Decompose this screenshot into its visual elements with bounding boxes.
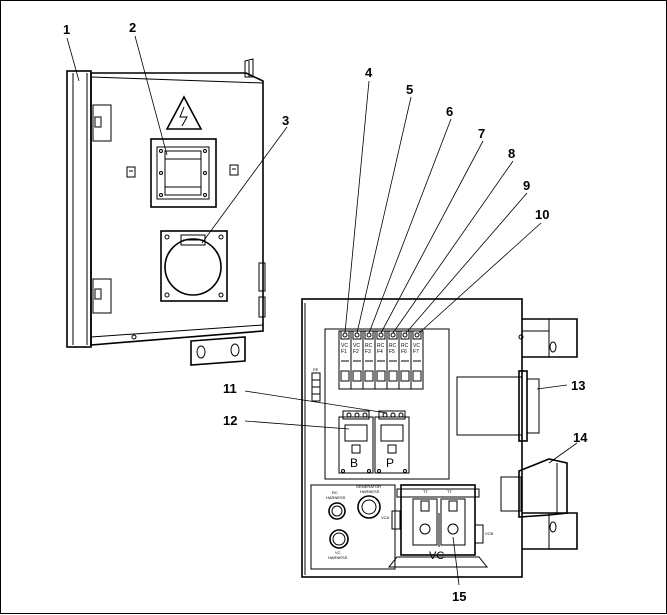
vc-harness-label-1: VC xyxy=(335,550,341,555)
enclosure-interior xyxy=(301,298,523,578)
breaker-label-7-2: F7 xyxy=(413,349,419,355)
mounting-foot xyxy=(190,336,246,366)
pe-label: PE xyxy=(313,367,319,372)
cylinder-body xyxy=(456,376,523,436)
rc-harness-label-2: HARNESS xyxy=(326,495,346,500)
callout-9: 9 xyxy=(523,178,530,193)
callout-6: 6 xyxy=(446,104,453,119)
inspection-window xyxy=(150,138,217,208)
socket-plate xyxy=(160,230,228,302)
rc-harness-connector xyxy=(328,502,346,520)
tt-right-label: TT xyxy=(447,489,452,494)
callout-5: 5 xyxy=(406,82,413,97)
vc-block-label: VC xyxy=(429,550,444,562)
generator-harness-label-2: HARNESS xyxy=(360,489,380,494)
callout-3: 3 xyxy=(282,113,289,128)
breaker-label-3-1: RC xyxy=(365,343,373,349)
hinge-bottom xyxy=(92,278,112,314)
callout-14: 14 xyxy=(573,430,588,445)
enclosure-body xyxy=(90,72,264,346)
callout-7: 7 xyxy=(478,126,485,141)
breaker-label-2-1: VC xyxy=(353,343,360,349)
breaker-label-4-2: F4 xyxy=(377,349,383,355)
warning-triangle-icon xyxy=(165,95,203,130)
power-socket xyxy=(164,238,222,296)
indicator-light-right xyxy=(229,164,239,176)
callout-2: 2 xyxy=(129,20,136,35)
contactor-b-label: B xyxy=(350,456,358,470)
indicator-light-left xyxy=(126,166,136,178)
vc-harness-connector xyxy=(329,529,349,549)
vcb-label: VCB xyxy=(485,531,494,536)
breaker-label-7-1: VC xyxy=(413,343,420,349)
callout-11: 11 xyxy=(223,381,237,396)
generator-harness-connector xyxy=(357,495,381,519)
breaker-label-1-2: F1 xyxy=(341,349,347,355)
tt-left-label: TT xyxy=(423,489,428,494)
hinge-top xyxy=(92,104,112,142)
callout-10: 10 xyxy=(535,207,549,222)
breaker-label-1-1: VC xyxy=(341,343,348,349)
callout-1: 1 xyxy=(63,22,70,37)
callout-12: 12 xyxy=(223,413,237,428)
vc-terminal-block xyxy=(400,484,476,556)
lower-connector xyxy=(518,458,568,518)
callout-8: 8 xyxy=(508,146,515,161)
vca-label: VCA xyxy=(381,515,390,520)
callouts: 1 2 3 4 5 6 7 8 9 10 11 12 13 14 15 xyxy=(63,20,588,604)
callout-13: 13 xyxy=(571,378,585,393)
harness-panel xyxy=(310,484,396,570)
contactor-p-label: P xyxy=(386,456,394,470)
breaker-label-5-2: F5 xyxy=(389,349,395,355)
breaker-label-6-2: F6 xyxy=(401,349,407,355)
closed-enclosure xyxy=(66,58,266,366)
breaker-label-2-2: F2 xyxy=(353,349,359,355)
breaker-label-3-2: F3 xyxy=(365,349,371,355)
generator-harness-label-1: GENERATOR xyxy=(356,484,381,489)
backplate xyxy=(324,328,450,480)
vc-harness-label-2: HARNESS xyxy=(328,555,348,560)
callout-15: 15 xyxy=(452,589,466,604)
callout-4: 4 xyxy=(365,65,373,80)
breaker-label-4-1: RC xyxy=(377,343,385,349)
rc-harness-label-1: RC xyxy=(332,490,338,495)
breaker-label-5-1: RC xyxy=(389,343,397,349)
breaker-label-6-1: RC xyxy=(401,343,409,349)
